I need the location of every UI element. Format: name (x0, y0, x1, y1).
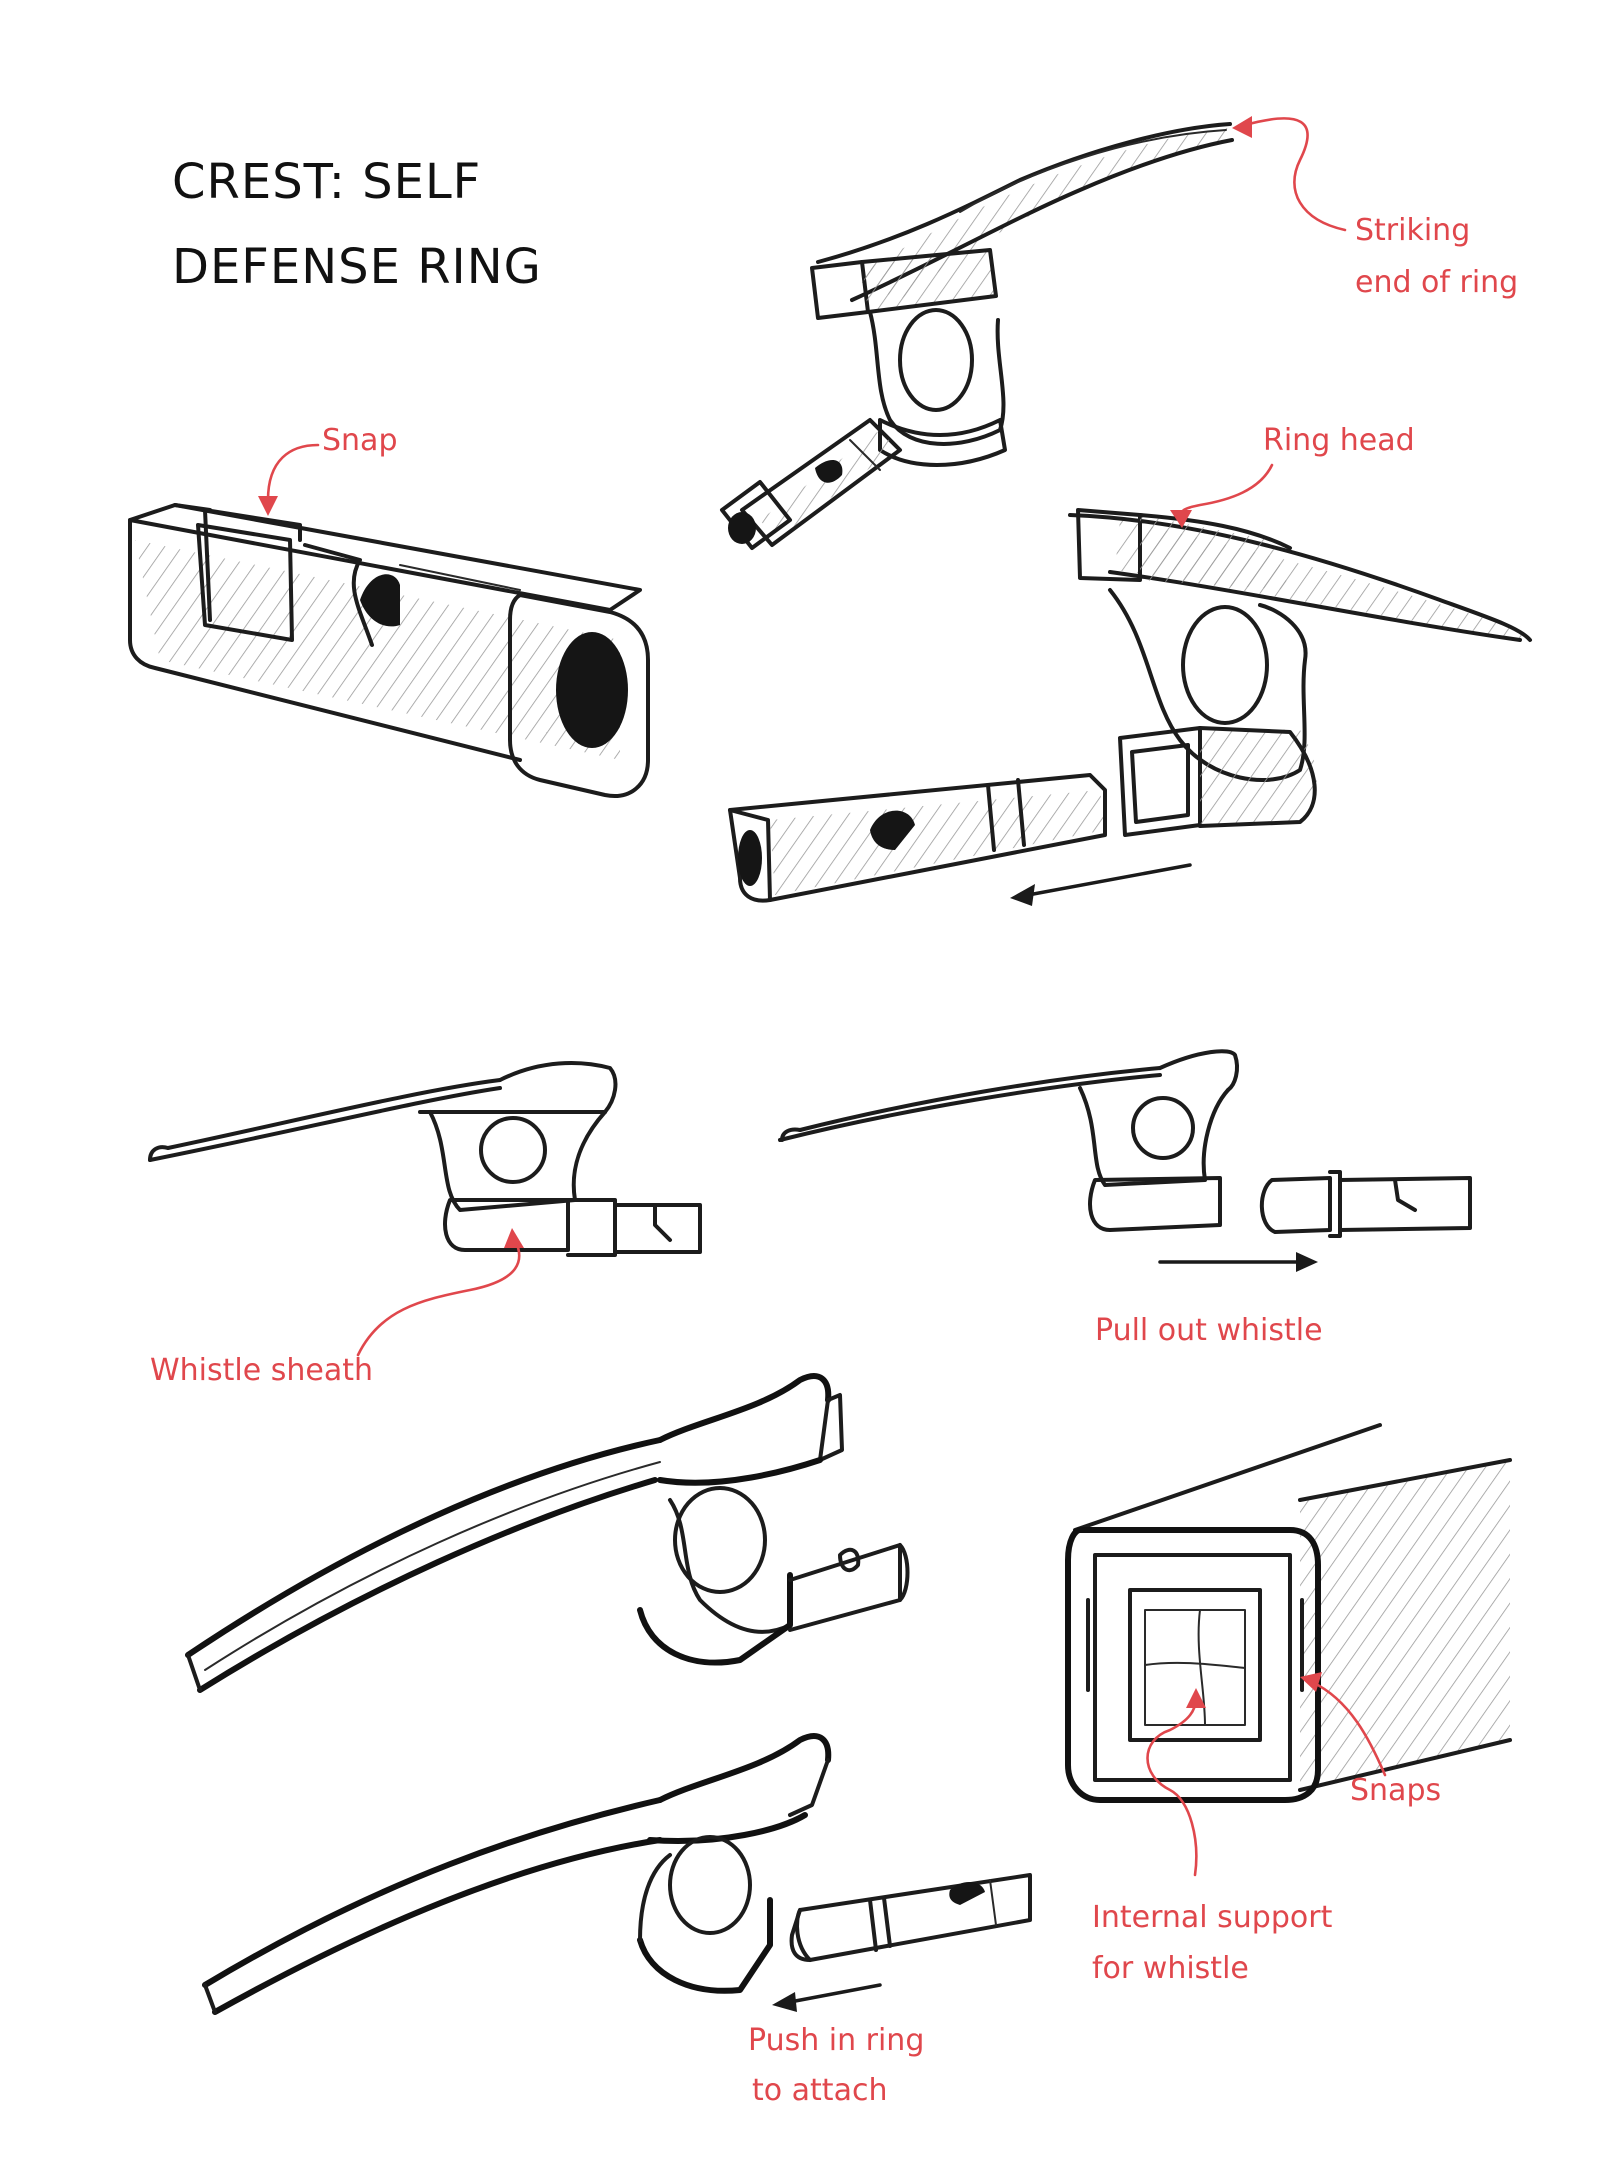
label-internal-support-1: Internal support (1092, 1900, 1333, 1935)
three-quarter-view-assembled (185, 1373, 910, 1693)
annotation-leaders (258, 116, 1387, 1877)
label-snaps: Snaps (1350, 1773, 1441, 1808)
label-internal-support-2: for whistle (1092, 1951, 1249, 1986)
annotation-labels: Striking end of ring Snap Ring head Whis… (150, 213, 1518, 2108)
label-ring-head: Ring head (1263, 423, 1415, 458)
label-pull-out-whistle: Pull out whistle (1095, 1313, 1323, 1348)
title-line-1: CREST: SELF (172, 154, 481, 210)
label-whistle-sheath: Whistle sheath (150, 1353, 373, 1388)
title-line-2: DEFENSE RING (172, 239, 542, 295)
side-profile-exploded (778, 1049, 1472, 1272)
label-push-in-ring-1: Push in ring (748, 2023, 924, 2058)
exploded-ring-sketch (728, 508, 1532, 906)
label-striking-end-1: Striking (1355, 213, 1470, 248)
label-push-in-ring-2: to attach (752, 2073, 887, 2108)
whistle-closeup-sketch (128, 503, 650, 798)
label-snap: Snap (322, 423, 397, 458)
page-title: CREST: SELF DEFENSE RING (172, 154, 542, 295)
whistle-end-closeup (1065, 1423, 1512, 1803)
side-profile-assembled (148, 1061, 702, 1257)
push-in-ring-sketch (202, 1733, 1032, 2015)
assembled-ring-sketch (720, 122, 1234, 550)
label-striking-end-2: end of ring (1355, 265, 1518, 300)
